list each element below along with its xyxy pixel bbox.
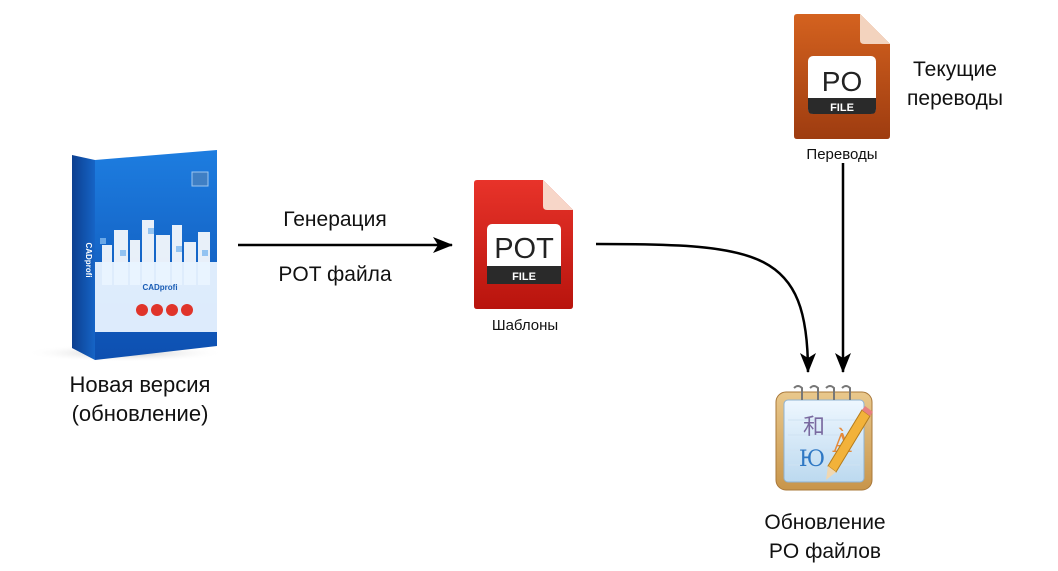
poedit-caption: Обновление PO файлов xyxy=(735,508,915,566)
product-box-caption-line2: (обновление) xyxy=(71,401,209,426)
po-file-icon-text: PO xyxy=(822,66,862,97)
pot-file-icon-text: POT xyxy=(494,233,554,265)
poedit: 和 À Ю xyxy=(770,380,880,500)
po-file: PO FILE xyxy=(793,14,891,140)
pot-file-icon: POT FILE xyxy=(474,180,573,309)
poedit-notepad-icon: 和 À Ю xyxy=(775,385,873,491)
po-file-caption: Переводы xyxy=(806,146,878,163)
pot-file-caption: Шаблоны xyxy=(491,317,559,334)
box-brand-spine: CADprofi xyxy=(84,242,93,277)
poedit-caption-line1: Обновление xyxy=(764,511,886,534)
pot-file: POT FILE xyxy=(473,180,575,310)
po-file-side-label: Текущие переводы xyxy=(895,55,1015,113)
software-box-icon: CADprofi CADprofi xyxy=(25,150,225,362)
po-file-icon-subtext: FILE xyxy=(830,102,854,114)
box-feature-icons xyxy=(136,304,193,316)
po-file-icon: PO FILE xyxy=(794,14,890,139)
box-brand-front: CADprofi xyxy=(142,283,177,292)
poedit-glyph-1: 和 xyxy=(803,415,825,440)
poedit-caption-line2: PO файлов xyxy=(768,540,882,563)
po-file-side-label-line2: переводы xyxy=(907,87,1003,110)
product-box-caption: Новая версия (обновление) xyxy=(40,370,240,428)
generate-pot-label-bottom: POT файла xyxy=(278,263,392,286)
po-file-side-label-line1: Текущие xyxy=(913,58,997,81)
pot-file-icon-subtext: FILE xyxy=(512,271,536,283)
arrow-pot-to-poedit xyxy=(595,242,816,373)
product-box: CADprofi CADprofi xyxy=(20,150,230,365)
poedit-glyph-3: Ю xyxy=(799,447,825,472)
generate-pot-label-top: Генерация xyxy=(283,208,387,231)
product-box-caption-line1: Новая версия xyxy=(69,372,211,397)
pencil-icon xyxy=(826,406,873,480)
